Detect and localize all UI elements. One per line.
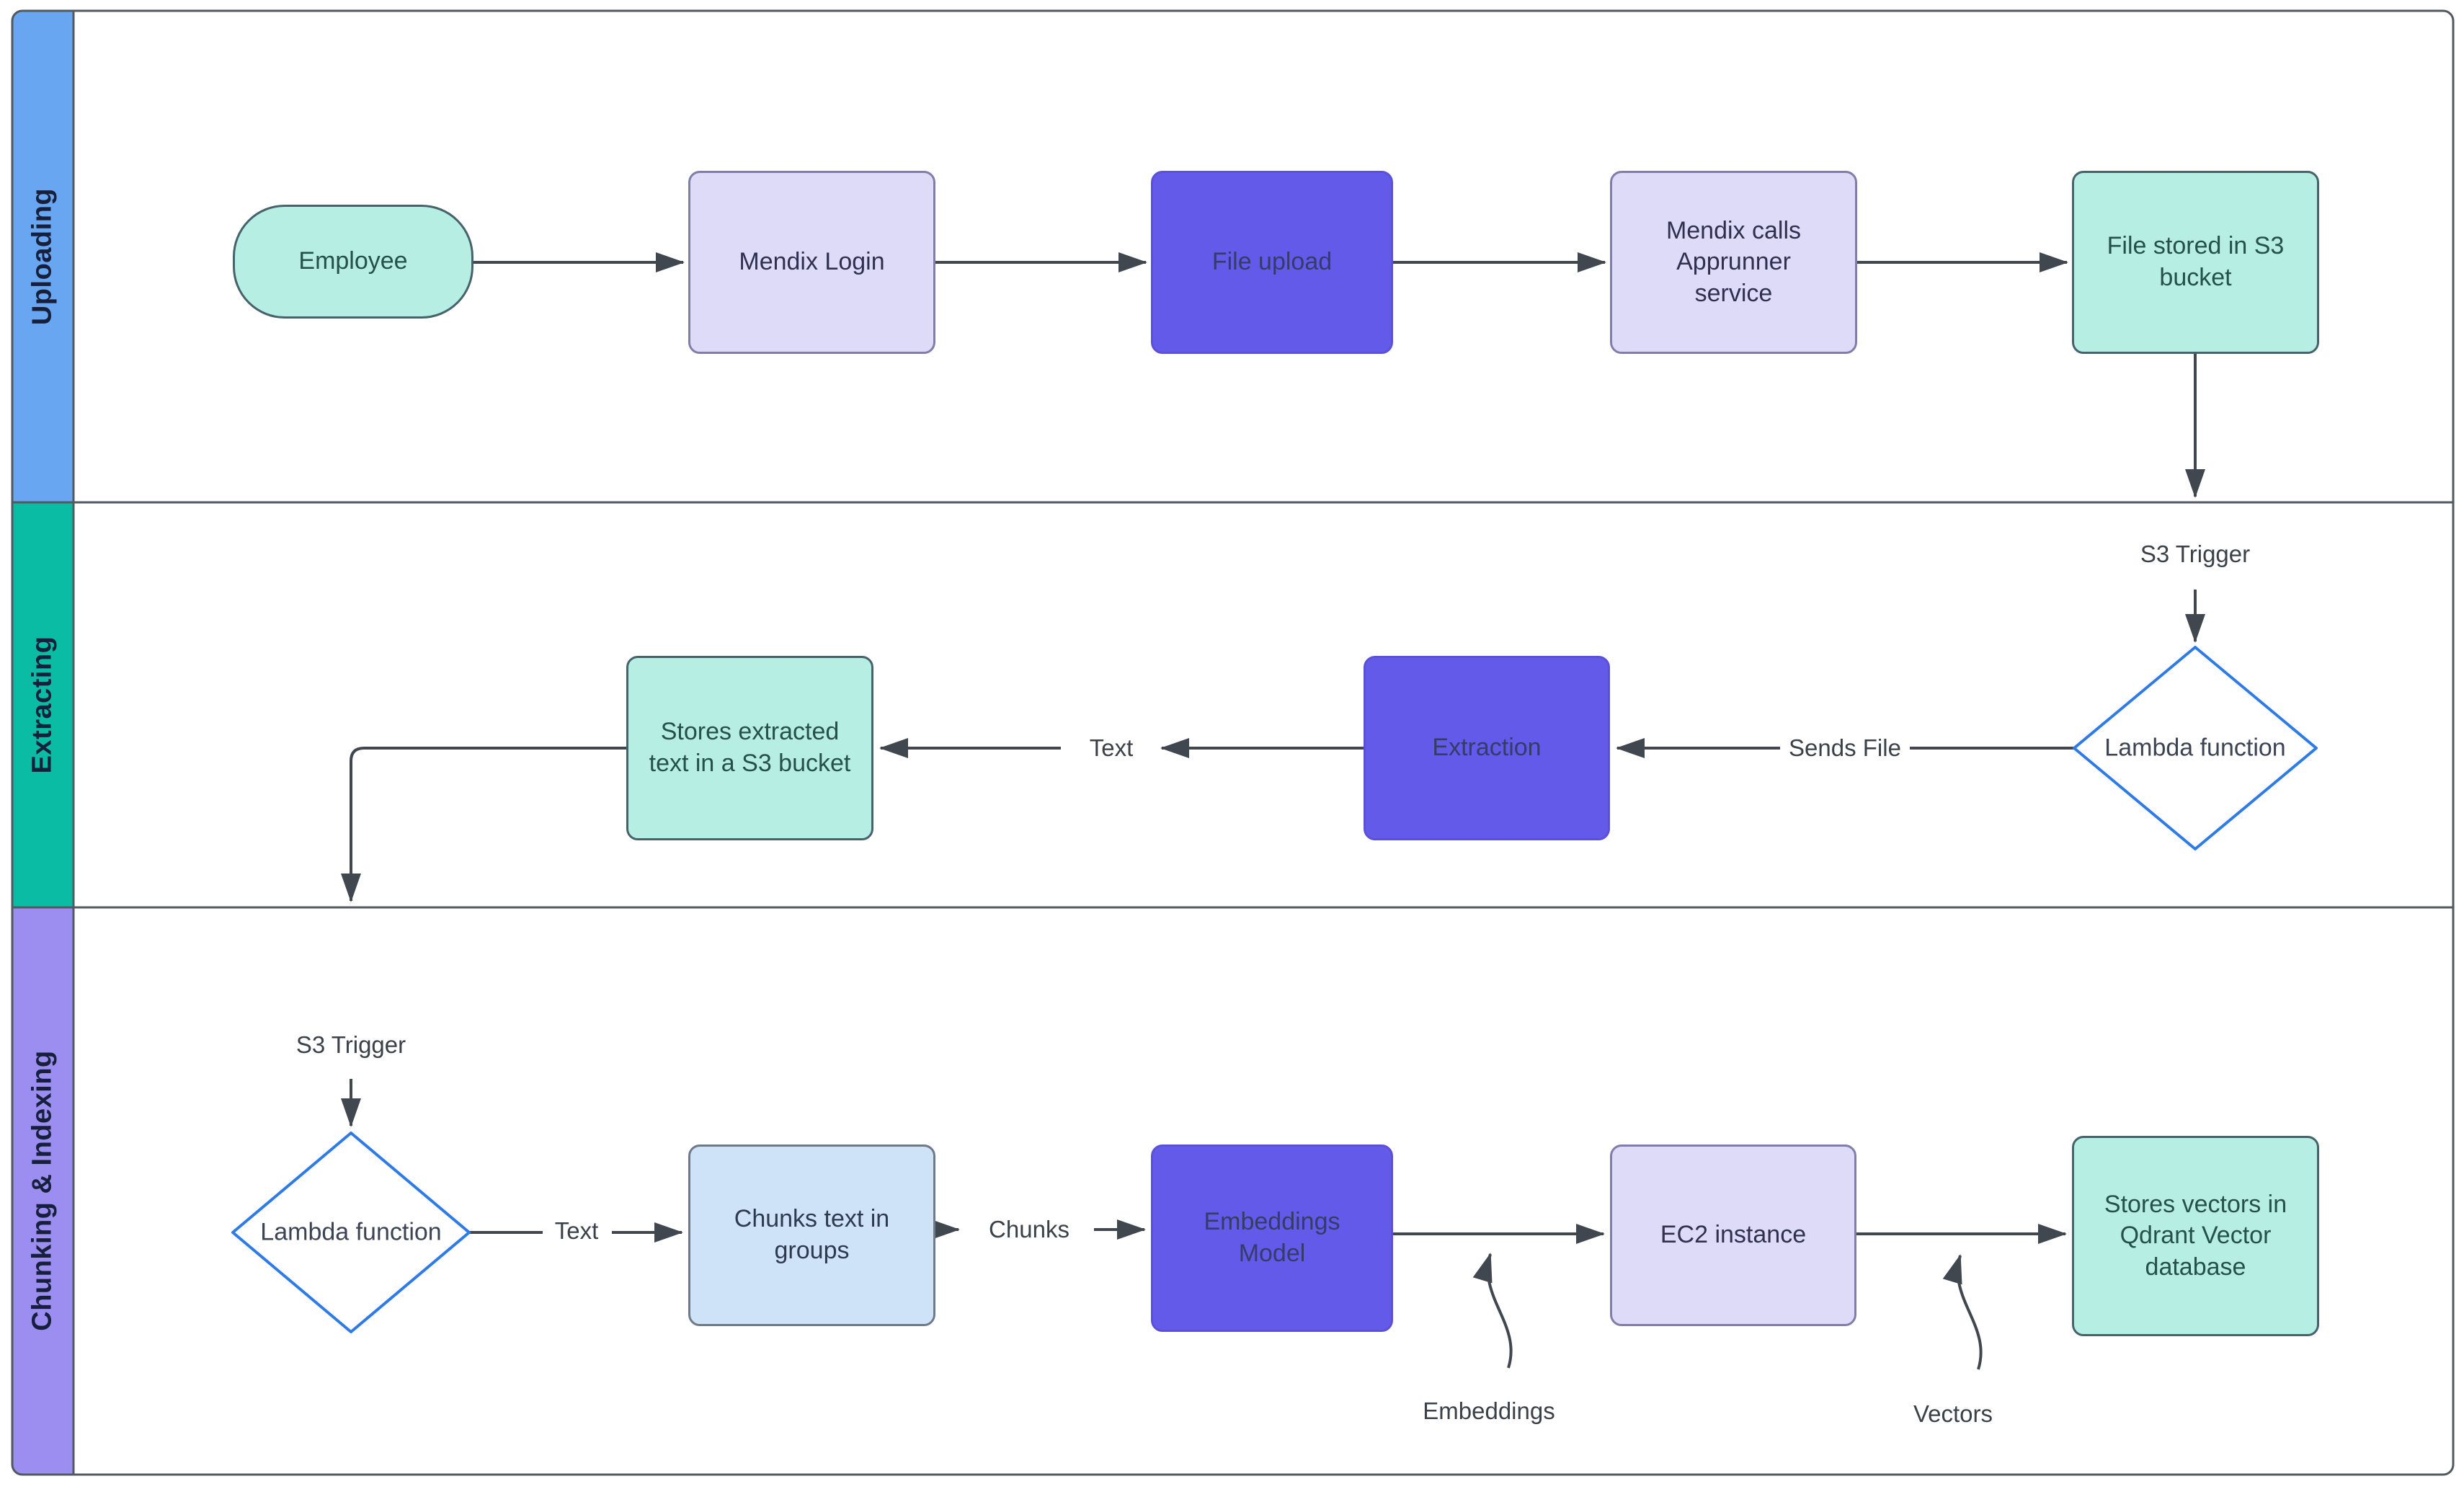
node-mendix-apprunner-label: Mendix calls Apprunner service xyxy=(1665,216,1802,307)
node-stores-extracted-text-label: Stores extracted text in a S3 bucket xyxy=(649,718,851,777)
node-mendix-login-label: Mendix Login xyxy=(739,248,885,276)
node-qdrant-database-label: Stores vectors in Qdrant Vector database xyxy=(2104,1190,2287,1281)
decision-diamond-lambda-chunk xyxy=(231,1132,471,1333)
node-extraction: Extraction xyxy=(1364,656,1610,840)
edge-label-chunks: Chunks xyxy=(989,1216,1069,1243)
node-mendix-apprunner: Mendix calls Apprunner service xyxy=(1610,171,1857,354)
node-embeddings-model: Embeddings Model xyxy=(1151,1144,1393,1332)
node-ec2-instance-label: EC2 instance xyxy=(1660,1221,1807,1249)
edge-label-s3-trigger-upload: S3 Trigger xyxy=(2140,541,2251,567)
node-chunks-text-groups-label: Chunks text in groups xyxy=(734,1205,890,1264)
edge-label-embeddings: Embeddings xyxy=(1423,1397,1555,1424)
diagram-frame xyxy=(11,9,2455,1476)
node-file-stored-s3: File stored in S3 bucket xyxy=(2072,171,2319,354)
node-file-upload-label: File upload xyxy=(1211,248,1333,276)
lane-strip-uploading xyxy=(12,11,74,502)
node-ec2-instance: EC2 instance xyxy=(1610,1144,1856,1326)
edge-label-s3-trigger-extract: S3 Trigger xyxy=(295,1031,406,1058)
node-extraction-label: Extraction xyxy=(1432,734,1542,762)
arrow-vectors-annotation xyxy=(1942,1254,1983,1370)
node-qdrant-database: Stores vectors in Qdrant Vector database xyxy=(2072,1136,2319,1336)
node-lambda-extract-label: Lambda function xyxy=(2104,734,2286,762)
edge-label-vectors: Vectors xyxy=(1913,1400,1993,1427)
node-embeddings-model-label: Embeddings Model xyxy=(1204,1208,1340,1267)
lane-label-chunking-indexing: Chunking & Indexing xyxy=(27,1050,58,1331)
node-employee-label: Employee xyxy=(298,247,408,275)
node-stores-extracted-text: Stores extracted text in a S3 bucket xyxy=(626,656,873,840)
decision-diamond-lambda-extract xyxy=(2073,646,2318,850)
lane-strip-extracting xyxy=(12,502,74,907)
node-employee: Employee xyxy=(233,205,473,319)
node-lambda-chunk-label: Lambda function xyxy=(260,1218,442,1246)
node-chunks-text-groups: Chunks text in groups xyxy=(688,1144,935,1326)
lane-label-extracting: Extracting xyxy=(27,636,58,774)
node-mendix-login: Mendix Login xyxy=(688,171,935,354)
edge-label-text-chunk: Text xyxy=(546,1216,608,1246)
arrow-embeddings-annotation xyxy=(1472,1253,1513,1369)
arrow-s3-text-store-to-lane3 xyxy=(341,747,626,902)
node-file-stored-s3-label: File stored in S3 bucket xyxy=(2107,232,2285,291)
node-file-upload: File upload xyxy=(1151,171,1393,354)
lane-strip-chunking-indexing xyxy=(12,907,74,1475)
lane-label-uploading: Uploading xyxy=(27,187,58,326)
edge-label-text-extract: Text xyxy=(1089,734,1134,761)
edge-label-sends-file: Sends File xyxy=(1780,733,1910,763)
